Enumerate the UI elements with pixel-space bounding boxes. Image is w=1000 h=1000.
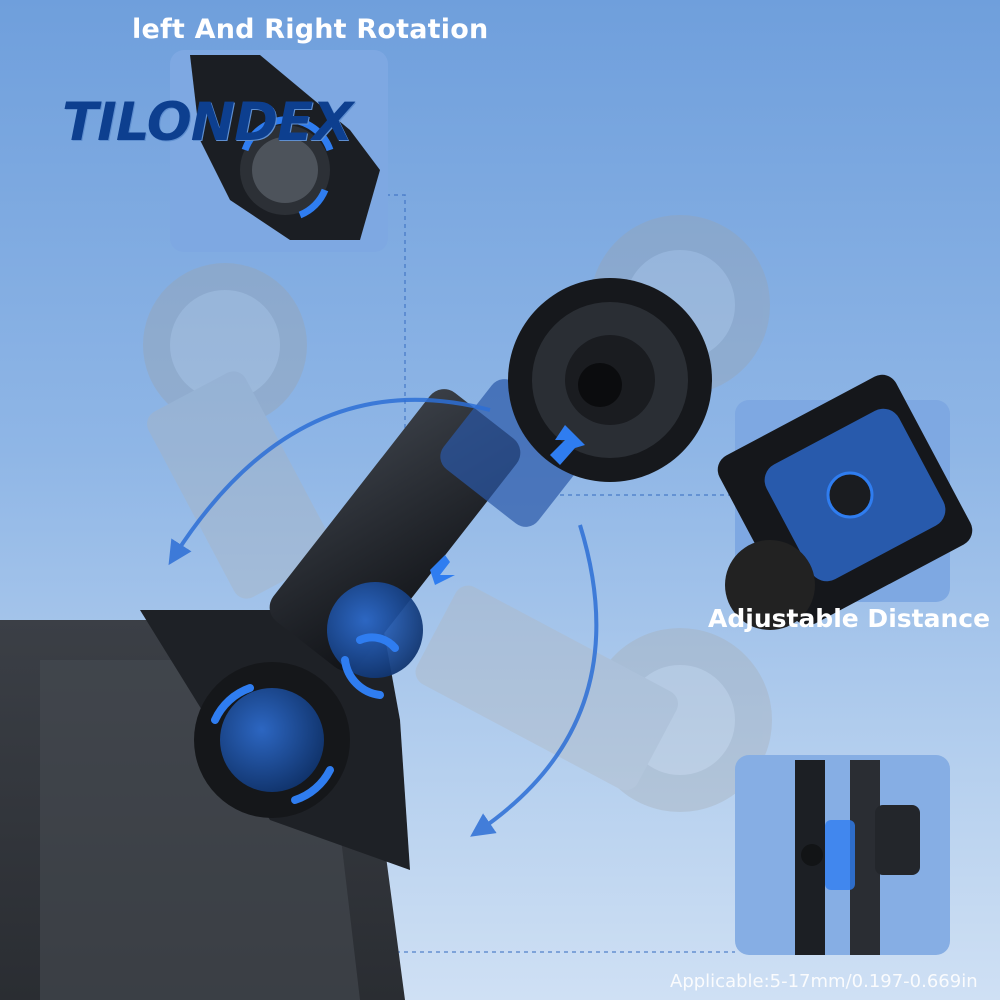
ghost-mount-right bbox=[415, 585, 772, 812]
inset-bottom-art bbox=[735, 755, 950, 955]
headline: left And Right Rotation bbox=[132, 14, 489, 45]
ghost-mount-left bbox=[143, 263, 333, 599]
curved-arrow-icon bbox=[168, 397, 599, 837]
inset-mid-art bbox=[717, 374, 973, 630]
slide-arrows-icon bbox=[430, 425, 585, 585]
main-mount-disc bbox=[508, 278, 712, 482]
inset-top-art bbox=[170, 50, 388, 252]
feature-label: Adjustable Distance bbox=[708, 604, 991, 633]
footnote: Applicable:5-17mm/0.197-0.669in bbox=[670, 971, 978, 992]
rotate-arrows-icon bbox=[211, 633, 399, 804]
brand-logo: TILONDEX bbox=[62, 92, 353, 153]
